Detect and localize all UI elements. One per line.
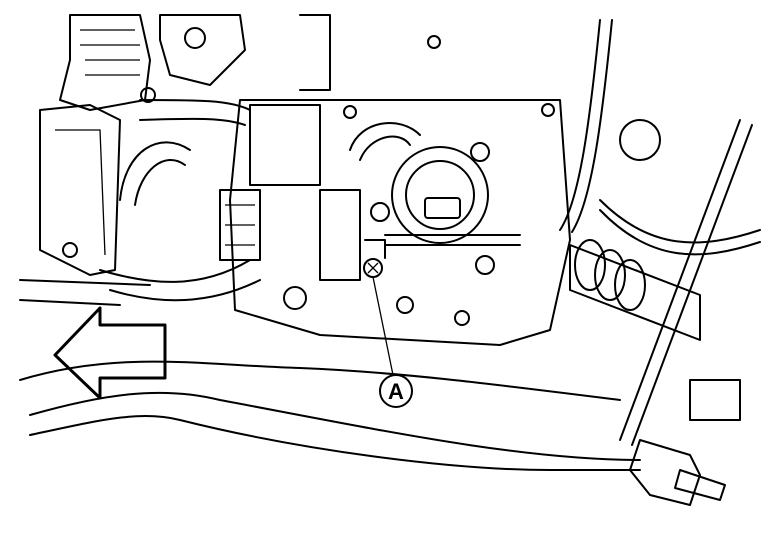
drive-shaft [559,19,761,446]
frame-member [19,279,726,506]
sensor-a [363,239,386,278]
callout-a-label: A [388,379,404,404]
callout-a-circle [379,374,413,408]
callout-leader-line [372,276,394,376]
front-arrow-icon [53,306,167,400]
transfer-block [219,14,571,346]
left-housing [39,14,246,276]
